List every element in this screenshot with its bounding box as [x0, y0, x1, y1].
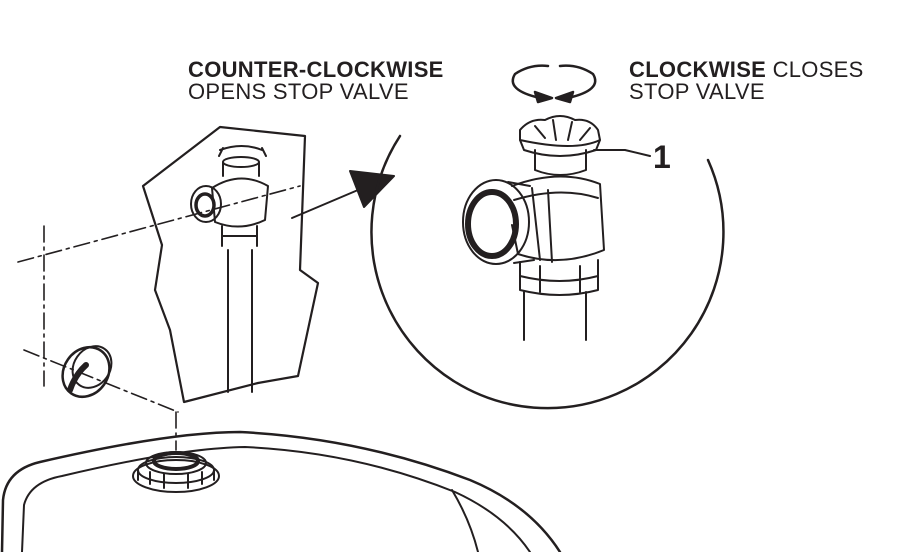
clockwise-text-line2: STOP VALVE	[629, 79, 765, 104]
counter-clockwise-instruction: COUNTER-CLOCKWISE OPENS STOP VALVE	[188, 59, 444, 103]
coupling-nut	[61, 345, 113, 399]
clockwise-text: CLOSES	[772, 57, 864, 82]
small-stop-valve	[190, 145, 269, 393]
callout-leader-line	[593, 149, 651, 157]
wall-cutout-panel	[141, 125, 320, 404]
large-stop-valve	[462, 115, 605, 341]
counter-clockwise-text: OPENS STOP VALVE	[188, 79, 409, 104]
callout-number: 1	[653, 139, 671, 175]
counter-clockwise-heading: COUNTER-CLOCKWISE	[188, 57, 444, 82]
clockwise-heading: CLOCKWISE	[629, 57, 767, 82]
rotation-arrows	[511, 64, 597, 104]
toilet-tank	[0, 430, 562, 552]
tank-inlet-fitting	[132, 451, 220, 493]
clockwise-instruction: CLOCKWISE CLOSES STOP VALVE	[629, 59, 864, 103]
magnified-view-circle	[370, 134, 725, 410]
magnify-arrow	[291, 170, 395, 219]
alignment-lines	[17, 185, 301, 451]
